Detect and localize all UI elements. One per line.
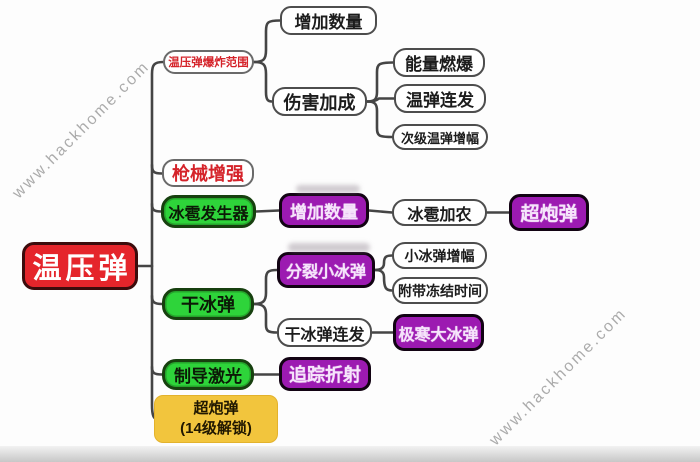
node-damage-bonus: 伤害加成 xyxy=(272,87,367,116)
node-split-small-ice: 分裂小冰弹 xyxy=(277,252,375,288)
node-dry-ice-burst: 干冰弹连发 xyxy=(277,318,372,347)
node-tracking-refraction: 追踪折射 xyxy=(279,357,371,391)
smudge-mark xyxy=(296,185,360,193)
bottom-edge-strip xyxy=(0,446,700,462)
node-super-shell: 超炮弹 xyxy=(509,194,589,231)
super-shell-lvl14-line2: (14级解锁) xyxy=(180,420,252,437)
smudge-mark xyxy=(288,243,370,252)
node-freeze-time: 附带冻结时间 xyxy=(392,277,488,304)
node-hail-cannon: 冰雹加农 xyxy=(392,199,487,226)
node-add-count-2: 增加数量 xyxy=(279,193,369,228)
node-super-shell-lvl14: 超炮弹 (14级解锁) xyxy=(155,396,277,442)
node-gun-enhance: 枪械增强 xyxy=(162,159,254,187)
node-energy-burst: 能量燃爆 xyxy=(393,48,485,77)
node-extreme-cold-ice: 极寒大冰弹 xyxy=(393,314,484,351)
node-dry-ice: 干冰弹 xyxy=(162,288,254,320)
node-guided-laser: 制导激光 xyxy=(162,359,254,390)
super-shell-lvl14-line1: 超炮弹 xyxy=(193,399,239,417)
node-root: 温压弹 xyxy=(22,242,138,290)
node-secondary-warm-boost: 次级温弹增幅 xyxy=(392,124,488,150)
node-hail-generator: 冰雹发生器 xyxy=(161,195,256,228)
node-add-count: 增加数量 xyxy=(280,6,377,35)
node-small-ice-boost: 小冰弹增幅 xyxy=(392,242,487,269)
node-warm-shell-burst: 温弹连发 xyxy=(394,84,486,113)
node-blast-range: 温压弹爆炸范围 xyxy=(163,50,254,74)
